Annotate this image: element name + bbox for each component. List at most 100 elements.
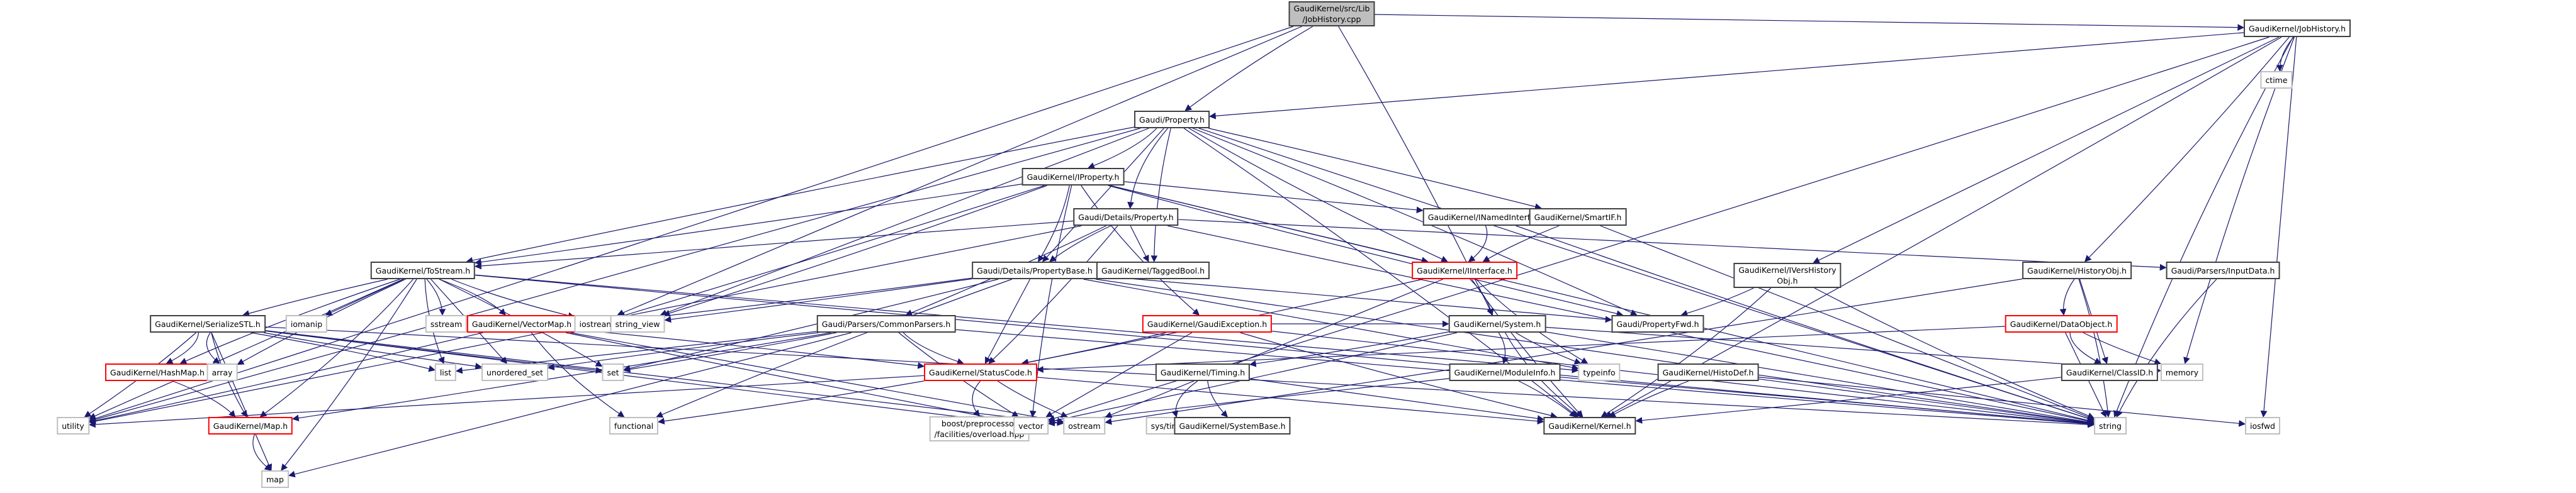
node-unordered-set[interactable]: unordered_set: [481, 363, 548, 381]
node-list[interactable]: list: [434, 363, 457, 381]
node-label: GaudiKernel/SmartIF.h: [1534, 212, 1622, 222]
edge-details-property-h-to-inputdata-h: [1178, 219, 2167, 271]
edge-iversh-h-to-kernel-h: [1600, 287, 1772, 418]
edge-jobhistory-h-to-iosfwd: [2260, 36, 2297, 418]
node-gaudiexception-h[interactable]: GaudiKernel/GaudiException.h: [1142, 315, 1273, 333]
node-boost-overload[interactable]: boost/preprocessor /facilities/overload.…: [929, 416, 1030, 441]
node-iversh-h[interactable]: GaudiKernel/IVersHistory Obj.h: [1733, 263, 1842, 288]
edge-iproperty-h-to-tostream-h: [474, 184, 1022, 266]
node-root[interactable]: GaudiKernel/src/Lib /JobHistory.cpp: [1288, 1, 1375, 26]
edge-gaudiexception-h-to-statuscode-h: [1021, 332, 1166, 366]
node-label: iostream: [579, 319, 614, 329]
node-ctime[interactable]: ctime: [2260, 71, 2293, 89]
edge-iproperty-h-to-inamedinterface-h: [1124, 181, 1424, 214]
node-hashmap-h[interactable]: GaudiKernel/HashMap.h: [105, 363, 210, 381]
edge-vectormap-h-to-statuscode-h: [576, 329, 925, 369]
edge-tostream-h-to-sstream: [426, 279, 446, 316]
node-label: ctime: [2265, 75, 2288, 85]
edge-moduleinfo-h-to-kernel-h: [1518, 380, 1577, 418]
edge-serializestl-h-to-unordered-set: [263, 332, 483, 370]
node-vector[interactable]: vector: [1013, 417, 1049, 435]
node-label: GaudiKernel/src/Lib /JobHistory.cpp: [1293, 4, 1370, 24]
node-label: GaudiKernel/StatusCode.h: [929, 367, 1032, 377]
node-statuscode-h[interactable]: GaudiKernel/StatusCode.h: [924, 363, 1037, 381]
node-jobhistory-h[interactable]: GaudiKernel/JobHistory.h: [2243, 19, 2351, 37]
edge-commonparsers-h-to-set: [623, 332, 837, 373]
edge-iproperty-h-to-string-view: [663, 185, 1047, 317]
node-kernel-h[interactable]: GaudiKernel/Kernel.h: [1543, 417, 1636, 435]
node-label: GaudiKernel/IProperty.h: [1026, 172, 1120, 182]
edge-iproperty-h-to-propertybase-h: [1038, 185, 1070, 262]
node-smartif-h[interactable]: GaudiKernel/SmartIF.h: [1529, 208, 1627, 226]
edge-timing-h-to-systembase-h: [1207, 380, 1229, 418]
edge-system-h-to-string: [1546, 331, 2095, 426]
node-array[interactable]: array: [206, 363, 238, 381]
edge-gaudiexception-h-to-vector: [1045, 332, 1193, 418]
edge-commonparsers-h-to-unordered-set: [547, 332, 819, 371]
node-label: GaudiKernel/VectorMap.h: [471, 319, 572, 329]
node-label: GaudiKernel/TaggedBool.h: [1101, 265, 1205, 275]
edge-tostream-h-to-map: [281, 279, 417, 471]
node-iomanip[interactable]: iomanip: [285, 315, 328, 333]
node-inputdata-h[interactable]: Gaudi/Parsers/InputData.h: [2166, 262, 2280, 279]
edge-system-h-to-vector: [1047, 332, 1458, 424]
node-historyobj-h[interactable]: GaudiKernel/HistoryObj.h: [2022, 262, 2132, 279]
node-ostream[interactable]: ostream: [1063, 417, 1106, 435]
edge-iversh-h-to-propertyfwd-h: [1680, 287, 1754, 317]
node-inamedinterface-h[interactable]: GaudiKernel/INamedInterface.h: [1422, 208, 1557, 226]
node-taggedbool-h[interactable]: GaudiKernel/TaggedBool.h: [1096, 262, 1210, 279]
node-label: ostream: [1068, 421, 1101, 431]
node-histodef-h[interactable]: GaudiKernel/HistoDef.h: [1657, 363, 1759, 381]
edge-statuscode-h-to-boost-overload: [972, 380, 981, 417]
edge-vectormap-h-to-vector: [565, 332, 1015, 424]
node-string-view[interactable]: string_view: [610, 315, 665, 333]
node-commonparsers-h[interactable]: Gaudi/Parsers/CommonParsers.h: [816, 315, 956, 333]
edge-propertybase-h-to-statuscode-h: [984, 279, 1031, 364]
edge-iinterface-h-to-ostream: [1105, 279, 1443, 418]
node-iosfwd[interactable]: iosfwd: [2245, 417, 2280, 435]
node-memory[interactable]: memory: [2160, 363, 2204, 381]
edge-tostream-h-to-iomanip: [325, 279, 404, 316]
node-iproperty-h[interactable]: GaudiKernel/IProperty.h: [1021, 168, 1125, 186]
edge-inputdata-h-to-string: [2116, 279, 2217, 418]
node-label: sstream: [430, 319, 463, 329]
edge-tostream-h-to-utility: [89, 279, 403, 419]
node-map[interactable]: map: [261, 470, 289, 488]
node-system-h[interactable]: GaudiKernel/System.h: [1448, 315, 1546, 333]
node-sstream[interactable]: sstream: [425, 315, 468, 333]
node-dataobject-h[interactable]: GaudiKernel/DataObject.h: [2005, 315, 2118, 333]
node-typeinfo[interactable]: typeinfo: [1578, 363, 1621, 381]
edge-dataobject-h-to-memory: [2083, 332, 2162, 365]
edge-vectormap-h-to-ostream: [570, 332, 1064, 424]
node-label: GaudiKernel/SystemBase.h: [1179, 421, 1286, 431]
edge-statuscode-h-to-functional: [657, 380, 925, 424]
node-timing-h[interactable]: GaudiKernel/Timing.h: [1155, 363, 1251, 381]
edge-dataobject-h-to-classid-h: [2069, 332, 2101, 364]
edge-serializestl-h-to-hashmap-h: [166, 332, 200, 364]
node-label: iomanip: [290, 319, 323, 329]
node-propertyfwd-h[interactable]: Gaudi/PropertyFwd.h: [1611, 315, 1704, 333]
node-systembase-h[interactable]: GaudiKernel/SystemBase.h: [1174, 417, 1291, 435]
node-iinterface-h[interactable]: GaudiKernel/IInterface.h: [1412, 262, 1517, 279]
node-vectormap-h[interactable]: GaudiKernel/VectorMap.h: [466, 315, 577, 333]
edge-iversh-h-to-string: [1814, 287, 2095, 419]
node-classid-h[interactable]: GaudiKernel/ClassID.h: [2061, 363, 2159, 381]
node-details-property-h[interactable]: Gaudi/Details/Property.h: [1073, 208, 1179, 226]
edge-dataobject-h-to-statuscode-h: [1036, 326, 2005, 373]
node-label: memory: [2165, 367, 2199, 377]
node-map-h[interactable]: GaudiKernel/Map.h: [208, 417, 293, 435]
node-label: GaudiKernel/JobHistory.h: [2248, 23, 2346, 33]
node-functional[interactable]: functional: [609, 417, 659, 435]
node-tostream-h[interactable]: GaudiKernel/ToStream.h: [370, 262, 476, 279]
node-set[interactable]: set: [602, 363, 624, 381]
node-property-h[interactable]: Gaudi/Property.h: [1134, 111, 1210, 128]
node-utility[interactable]: utility: [57, 417, 89, 435]
edge-jobhistory-h-to-string: [2113, 36, 2293, 418]
node-serializestl-h[interactable]: GaudiKernel/SerializeSTL.h: [150, 315, 266, 333]
node-propertybase-h[interactable]: Gaudi/Details/PropertyBase.h: [972, 262, 1098, 279]
node-label: GaudiKernel/DataObject.h: [2010, 319, 2113, 329]
edge-property-h-to-smartif-h: [1208, 128, 1542, 210]
node-moduleinfo-h[interactable]: GaudiKernel/ModuleInfo.h: [1449, 363, 1561, 381]
edge-jobhistory-h-to-kernel-h: [1604, 36, 2282, 418]
node-string[interactable]: string: [2094, 417, 2127, 435]
